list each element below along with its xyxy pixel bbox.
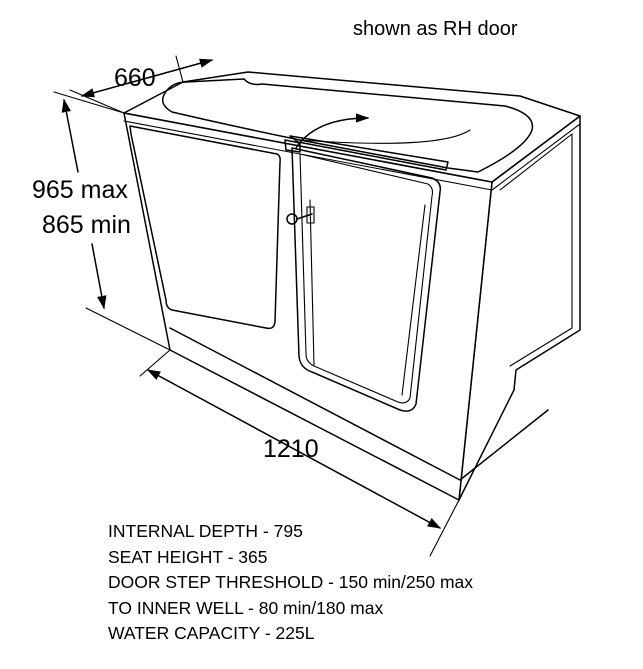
drawing-caption: shown as RH door [353,18,518,40]
spec-door-step-threshold: DOOR STEP THRESHOLD - 150 min/250 max [108,572,474,592]
dimension-length-label: 1210 [263,435,319,463]
door-hinge-strip [284,139,301,153]
spec-inner-well: TO INNER WELL - 80 min/180 max [108,597,384,618]
spec-water-capacity: WATER CAPACITY - 225L [108,623,315,643]
dim-660-line [80,58,214,98]
dim-height-extension-bottom [85,307,171,351]
dim-height-line-top [61,98,79,173]
rim-edge [123,120,581,191]
door-handle-icon [286,206,315,225]
dimension-width-label: 660 [114,64,156,92]
dim-height-extension-top [53,91,125,114]
tub-inner-outline [161,78,534,173]
dim-660-extension-1 [69,89,125,114]
door-window-line [309,199,426,396]
door-swing-arrow [295,113,370,149]
dimension-height-min-label: 865 min [42,211,131,239]
spec-seat-height: SEAT HEIGHT - 365 [108,546,268,567]
end-panel-frame [499,133,573,367]
tub-floor-line [299,129,471,144]
dimension-height-max-label: 965 max [32,176,128,204]
dim-1210-extension-1 [139,349,171,377]
spec-internal-depth: INTERNAL DEPTH - 795 [108,521,303,541]
dim-1210-line [146,369,442,529]
dim-1210-extension-2 [429,499,460,557]
spec-list: INTERNAL DEPTH - 795 SEAT HEIGHT - 365 D… [108,519,473,647]
fixed-panel-outline [129,125,281,330]
dim-height-line-bottom [91,243,107,310]
seat-edge [289,135,449,171]
